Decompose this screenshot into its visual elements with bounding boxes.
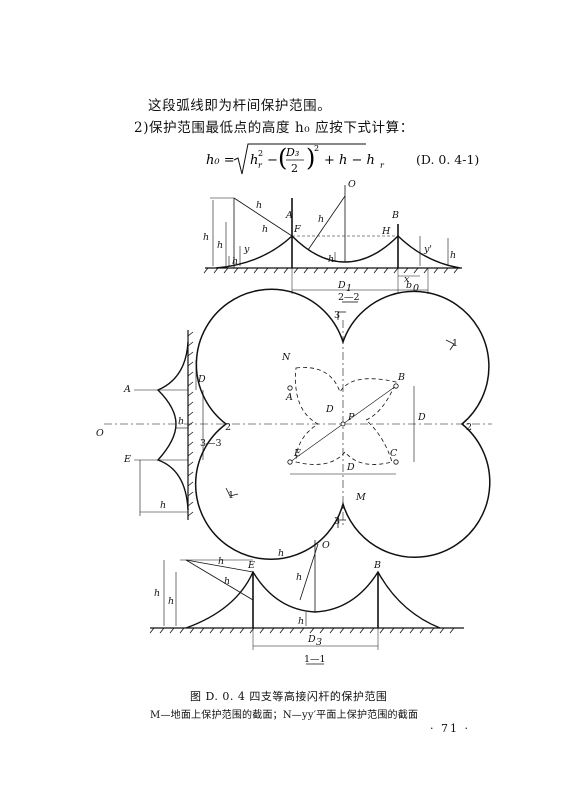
label-2-left: 2 bbox=[225, 422, 231, 433]
label-x: x bbox=[404, 274, 410, 285]
label-O-top: O bbox=[348, 179, 356, 190]
svg-text:2: 2 bbox=[314, 144, 319, 153]
point-P-plan bbox=[340, 421, 346, 427]
label-hr-b4: h bbox=[296, 572, 302, 583]
label-B-plan: B bbox=[397, 372, 405, 383]
figure-caption: 图 D. 0. 4 四支等高接闪杆的保护范围 bbox=[190, 690, 388, 703]
svg-text:r: r bbox=[258, 161, 263, 170]
label-C-plan: C bbox=[390, 448, 398, 459]
section-3-3-view bbox=[134, 330, 204, 520]
svg-text:D₃: D₃ bbox=[285, 146, 299, 159]
protection-curve-left bbox=[156, 341, 189, 511]
label-H: H bbox=[381, 226, 391, 237]
section-N-outline bbox=[295, 367, 397, 465]
label-hr-b3: h bbox=[278, 548, 284, 559]
svg-text:2: 2 bbox=[291, 162, 298, 175]
label-F: F bbox=[293, 224, 301, 235]
label-2-right: 2 bbox=[466, 422, 472, 433]
label-yprime: y' bbox=[423, 244, 432, 255]
body-text-line-1: 这段弧线即为杆间保护范围。 bbox=[148, 98, 332, 114]
label-hr-3: h bbox=[318, 214, 324, 225]
ground-hatch-top bbox=[203, 267, 459, 274]
formula-lhs: h₀ = bbox=[206, 153, 235, 168]
label-1-top: 1 bbox=[452, 338, 458, 349]
svg-text:2: 2 bbox=[258, 149, 263, 158]
label-b0: b bbox=[406, 280, 412, 291]
label-y: y bbox=[243, 244, 250, 255]
svg-text:+ h − h: + h − h bbox=[324, 153, 375, 168]
label-E-bottom: E bbox=[247, 560, 255, 571]
radius-line-2 bbox=[307, 195, 346, 251]
formula-paren-right: ) bbox=[306, 144, 315, 172]
label-E-left: E bbox=[123, 454, 131, 465]
label-3-top: 3 bbox=[334, 310, 340, 321]
svg-text:3: 3 bbox=[316, 637, 322, 648]
rod-B-plan bbox=[393, 383, 399, 389]
label-P: P bbox=[347, 412, 355, 423]
body-text-line-2: 2)保护范围最低点的高度 h₀ 应按下式计算： bbox=[134, 120, 414, 136]
ground-hatch-bottom bbox=[149, 627, 455, 634]
label-hr-b2: h bbox=[224, 576, 230, 587]
label-D1-top: D bbox=[337, 280, 346, 291]
label-O-bottom: O bbox=[322, 540, 330, 551]
svg-text:0: 0 bbox=[413, 283, 419, 294]
label-M: M bbox=[355, 492, 366, 503]
svg-text:r: r bbox=[380, 161, 385, 170]
label-A-top: A bbox=[285, 210, 293, 221]
section-label-3-3: 3—3 bbox=[200, 438, 222, 449]
label-h-bdim: h bbox=[168, 596, 174, 607]
svg-text:1: 1 bbox=[346, 283, 352, 294]
label-hr-dim: h bbox=[203, 232, 209, 243]
label-h0-left: h bbox=[178, 416, 184, 427]
label-hr-bdim: h bbox=[154, 588, 160, 599]
label-D2-left: D bbox=[197, 374, 206, 385]
label-D1-plan: D bbox=[346, 462, 355, 473]
figure-note: M—地面上保护范围的截面；N—yy′平面上保护范围的截面 bbox=[150, 710, 419, 721]
radius-line-1 bbox=[233, 197, 293, 237]
label-D3-plan: D bbox=[325, 404, 334, 415]
label-A-left: A bbox=[123, 384, 131, 395]
label-hx-right: h bbox=[450, 250, 456, 261]
label-A-plan: A bbox=[285, 392, 293, 403]
label-h0-top: h bbox=[328, 254, 334, 265]
plan-view bbox=[104, 288, 492, 560]
label-h-left: h bbox=[160, 500, 166, 511]
label-N: N bbox=[281, 352, 291, 363]
label-E-plan: E bbox=[293, 448, 301, 459]
rod-E-plan bbox=[287, 459, 293, 465]
rod-C-plan bbox=[393, 459, 399, 465]
label-1-bottom: 1 bbox=[228, 490, 234, 501]
label-hx-left: h bbox=[232, 256, 238, 267]
page-number: · 71 · bbox=[430, 722, 470, 735]
label-O-left: O bbox=[96, 428, 104, 439]
section-label-2-2: 2—2 bbox=[338, 292, 360, 303]
label-D3-bottom: D bbox=[307, 634, 316, 645]
formula-h0: h₀ = h r 2 − ( D₃ 2 ) 2 + h − h r bbox=[206, 140, 406, 184]
section-1-1-view bbox=[149, 540, 464, 665]
ground-hatch-left bbox=[187, 331, 194, 517]
label-B-top: B bbox=[391, 210, 399, 221]
section-2-2-view bbox=[203, 185, 462, 303]
formula-hr: h bbox=[250, 153, 258, 168]
formula-paren-left: ( bbox=[278, 144, 287, 172]
section-M-outline bbox=[194, 288, 491, 560]
equation-number: (D. 0. 4-1) bbox=[416, 152, 480, 167]
section-label-1-1: 1—1 bbox=[304, 654, 326, 665]
rod-A-plan bbox=[287, 385, 293, 391]
svg-text:−: − bbox=[267, 153, 278, 168]
label-3-bottom: 3 bbox=[334, 516, 340, 527]
label-B-bottom: B bbox=[373, 560, 381, 571]
label-h0-bottom: h bbox=[298, 616, 304, 627]
label-hr-2: h bbox=[262, 224, 268, 235]
label-hr-1: h bbox=[256, 200, 262, 211]
label-D2-plan: D bbox=[417, 412, 426, 423]
label-h-dim: h bbox=[217, 240, 223, 251]
label-hr-b1: h bbox=[218, 556, 224, 567]
